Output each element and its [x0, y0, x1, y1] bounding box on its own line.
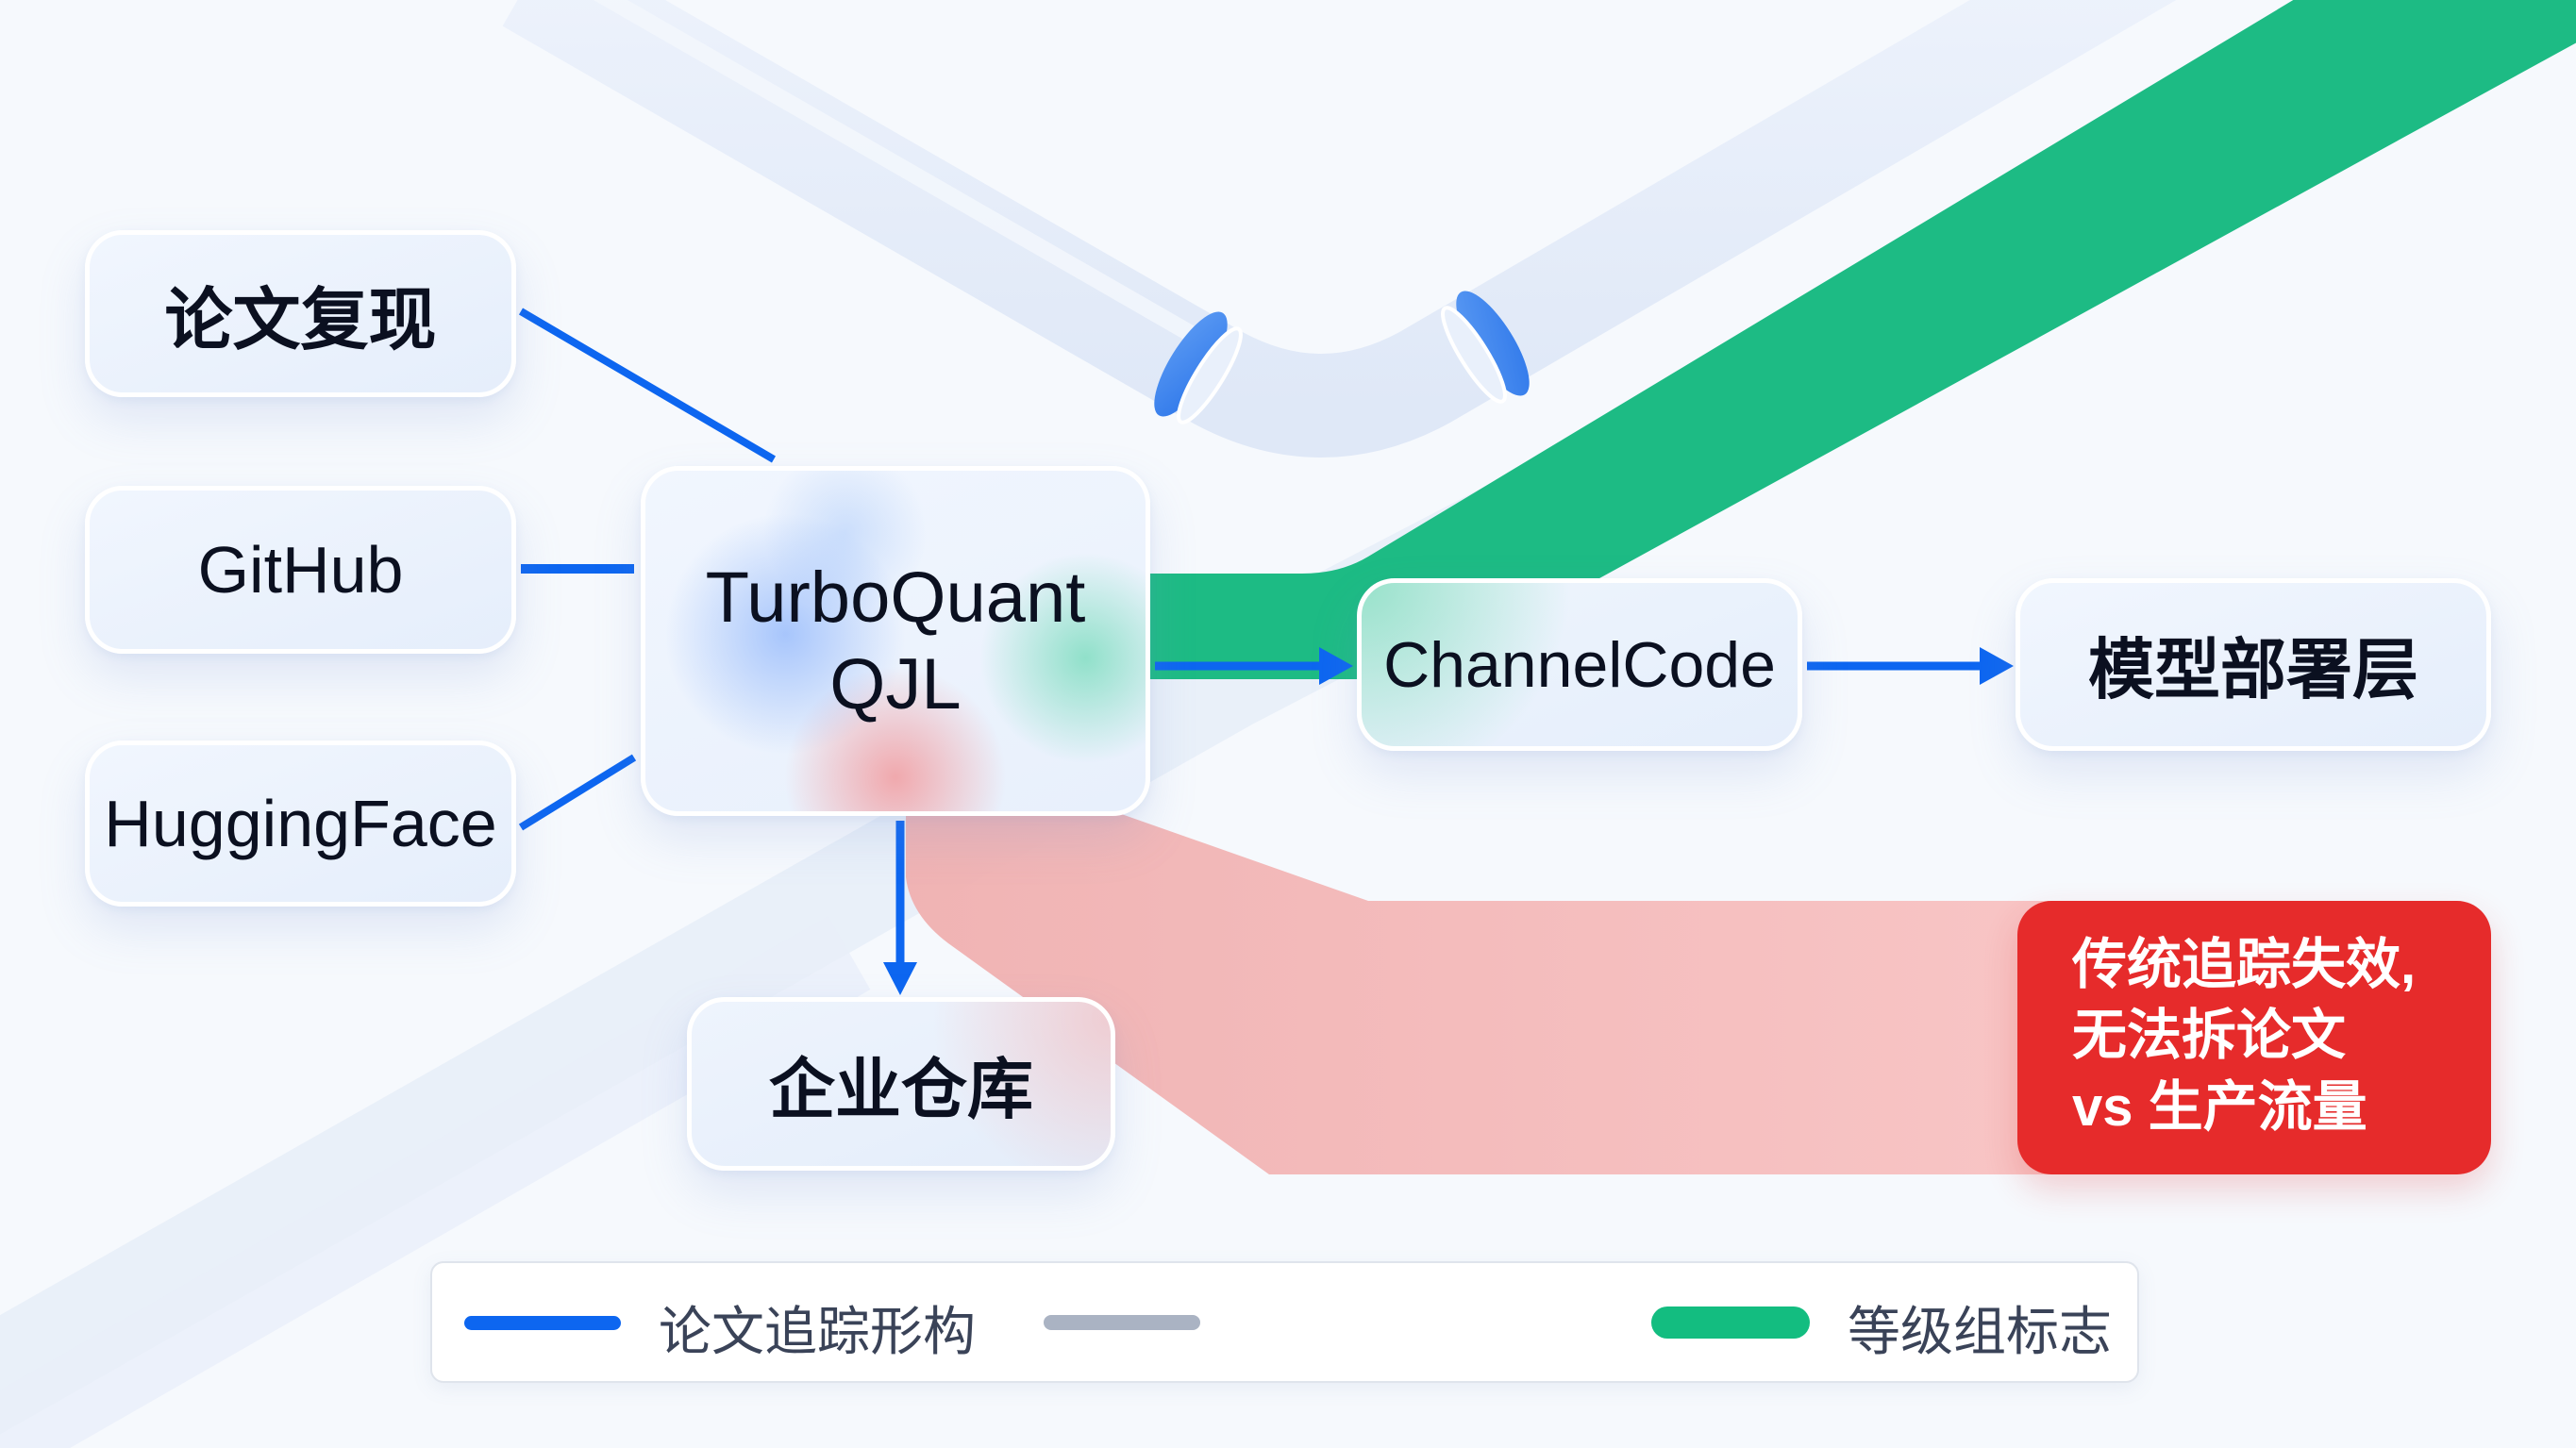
- elbow-pipe: [502, 0, 2177, 458]
- node-paper-reproduction[interactable]: 论文复现: [85, 230, 516, 397]
- alert-line-1: 传统追踪失效,: [2072, 934, 2417, 995]
- legend-swatch-blue-line: [464, 1316, 621, 1330]
- connector-paper-to-core: [518, 308, 777, 463]
- node-label-line2: QJL: [829, 643, 962, 724]
- connector-hf-to-core: [518, 754, 637, 831]
- node-huggingface[interactable]: HuggingFace: [85, 741, 516, 907]
- legend-label-grade-group: 等级组标志: [1848, 1302, 2112, 1361]
- node-label: 论文复现: [164, 283, 437, 358]
- red-failure-band: [906, 811, 2057, 1174]
- arrow-channel-to-deploy: [1807, 647, 2014, 685]
- arrow-core-to-channel: [1155, 647, 1353, 685]
- node-enterprise-repo[interactable]: 企业仓库: [687, 997, 1115, 1171]
- alert-line-2: 无法拆论文: [2072, 1005, 2347, 1067]
- alert-line-3: vs 生产流量: [2072, 1075, 2367, 1138]
- node-model-deploy-layer[interactable]: 模型部署层: [2016, 578, 2491, 751]
- legend-swatch-gray-line: [1044, 1315, 1200, 1330]
- elbow-pipe-highlight: [593, 0, 1222, 357]
- node-label: GitHub: [197, 533, 404, 607]
- legend: 论文追踪形构 等级组标志: [430, 1261, 2139, 1383]
- node-turboquant-qjl[interactable]: TurboQuant QJL: [641, 466, 1150, 816]
- green-flow-band: [1142, 0, 2576, 679]
- node-label: ChannelCode: [1383, 628, 1776, 701]
- legend-swatch-green-pill: [1651, 1307, 1810, 1339]
- node-label: 企业仓库: [769, 1052, 1033, 1126]
- node-github[interactable]: GitHub: [85, 486, 516, 654]
- node-label-group: TurboQuant QJL: [706, 555, 1086, 726]
- arrow-core-to-repo: [883, 821, 917, 995]
- failure-alert-box: 传统追踪失效, 无法拆论文 vs 生产流量: [2017, 901, 2491, 1174]
- legend-label-paper-tracking: 论文追踪形构: [659, 1302, 976, 1361]
- node-label: HuggingFace: [104, 787, 497, 860]
- pipe-clamp-right: [1441, 291, 1530, 404]
- node-channelcode[interactable]: ChannelCode: [1357, 578, 1802, 751]
- pipe-clamp-left: [1154, 311, 1243, 424]
- node-label-line1: TurboQuant: [705, 558, 1086, 639]
- node-label: 模型部署层: [2088, 633, 2418, 707]
